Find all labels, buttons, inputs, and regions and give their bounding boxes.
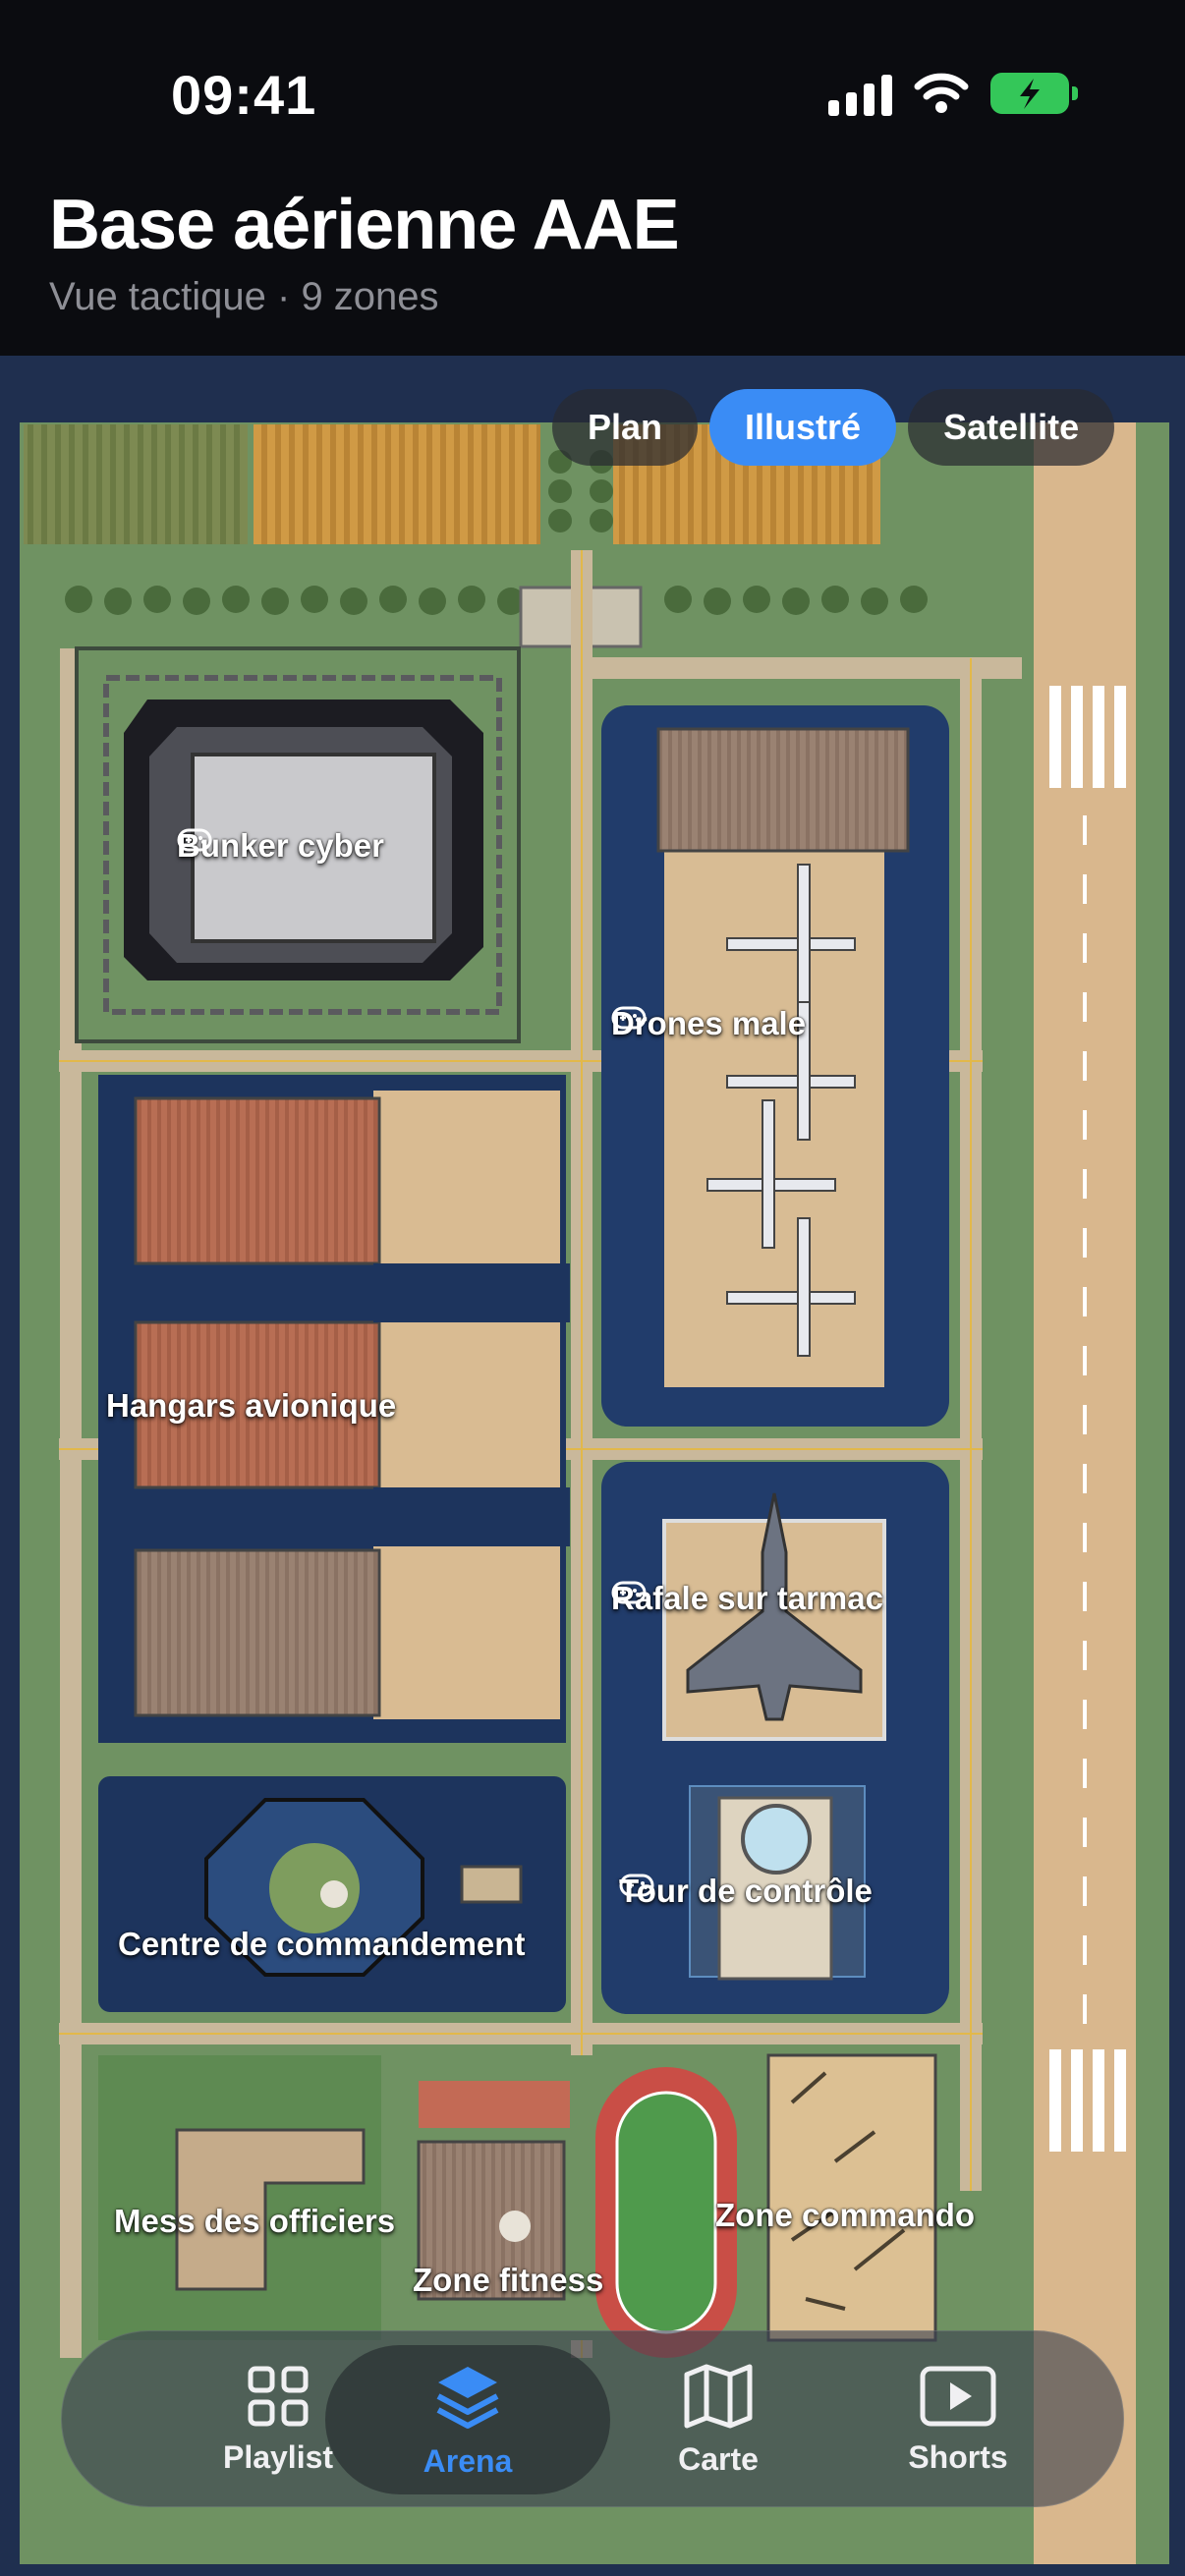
gamepad-icon <box>611 1581 647 1604</box>
cellular-signal-icon <box>828 71 892 116</box>
tab-label: Carte <box>678 2440 759 2477</box>
zone-rafale-tarmac[interactable]: Rafale sur tarmac <box>611 1580 883 1617</box>
tab-shorts[interactable]: Shorts <box>830 2331 1086 2508</box>
zone-bunker-cyber[interactable]: Bunker cyber <box>177 827 384 865</box>
tab-label: Shorts <box>908 2438 1008 2475</box>
battery-charging-icon <box>990 73 1078 114</box>
zone-label-text: Hangars avionique <box>106 1387 397 1424</box>
zone-label-text: Rafale sur tarmac <box>611 1580 883 1616</box>
play-icon <box>920 2366 996 2426</box>
status-time: 09:41 <box>171 64 317 126</box>
tab-arena[interactable]: Arena <box>340 2331 595 2508</box>
zone-drones-male[interactable]: Drones male <box>611 1005 806 1042</box>
grid-icon <box>248 2366 309 2426</box>
page-title: Base aérienne AAE <box>49 186 680 264</box>
zone-label-text: Zone fitness <box>413 2262 604 2298</box>
bottom-tab-bar: Playlist Arena Carte Shorts <box>61 2330 1124 2507</box>
base-map-illustration <box>0 356 1185 2576</box>
tab-playlist[interactable]: Playlist <box>150 2331 406 2508</box>
layers-icon <box>436 2366 499 2429</box>
gamepad-icon <box>177 828 212 852</box>
zone-mess-officiers[interactable]: Mess des officiers <box>114 2203 395 2240</box>
zone-label-text: Zone commando <box>715 2197 976 2233</box>
zone-label-text: Tour de contrôle <box>619 1873 873 1909</box>
wifi-icon <box>914 73 969 113</box>
zone-tour-controle[interactable]: Tour de contrôle <box>619 1873 873 1910</box>
gamepad-icon <box>611 1006 647 1030</box>
status-icons <box>828 71 1078 116</box>
view-option-plan[interactable]: Plan <box>552 389 699 466</box>
base-map[interactable]: Bunker cyber Drones male Hangars avioniq… <box>0 356 1185 2576</box>
page-subtitle: Vue tactique · 9 zones <box>49 275 439 318</box>
tab-label: Playlist <box>222 2438 334 2475</box>
zone-centre-commandement[interactable]: Centre de commandement <box>118 1926 525 1963</box>
zone-hangars-avionique[interactable]: Hangars avionique <box>106 1387 396 1425</box>
zone-label-text: Bunker cyber <box>177 827 384 864</box>
map-icon <box>684 2364 753 2428</box>
app-header: 09:41 Base aérienne AAE Vue tactique · 9… <box>0 0 1185 356</box>
zone-fitness[interactable]: Zone fitness <box>413 2262 603 2299</box>
tab-carte[interactable]: Carte <box>591 2331 846 2508</box>
gamepad-icon <box>619 1874 654 1897</box>
tab-label: Arena <box>423 2442 513 2479</box>
view-option-illustre[interactable]: Illustré <box>709 389 897 466</box>
zone-label-text: Mess des officiers <box>114 2203 396 2239</box>
view-option-satellite[interactable]: Satellite <box>908 389 1115 466</box>
zone-commando[interactable]: Zone commando <box>715 2197 975 2234</box>
zone-label-text: Centre de commandement <box>118 1926 526 1962</box>
map-view-toggle: Plan Illustré Satellite <box>552 389 1115 466</box>
